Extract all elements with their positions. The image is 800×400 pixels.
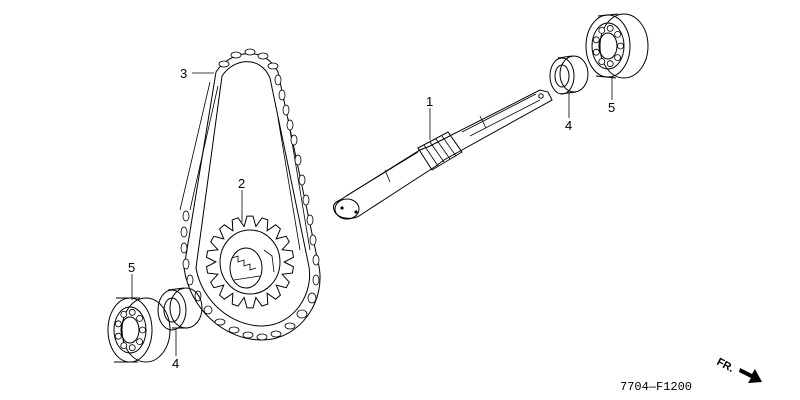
bearing-ball xyxy=(114,320,122,328)
bearing-ball xyxy=(139,326,146,334)
figure-code: 7704—F1200 xyxy=(620,380,692,394)
direction-arrow-icon xyxy=(739,368,762,383)
bearing-ball xyxy=(128,308,136,316)
callout-collar-right: 4 xyxy=(565,118,572,133)
collar-left xyxy=(157,287,203,331)
callout-collar-left: 4 xyxy=(172,356,179,371)
bearing-ball xyxy=(598,26,606,34)
collar-right xyxy=(549,55,589,95)
bearing-ball xyxy=(614,31,621,38)
leader-lines xyxy=(131,72,613,356)
bearing-ball xyxy=(114,332,122,340)
callout-bearing-right: 5 xyxy=(608,100,615,115)
front-direction-indicator: FR. xyxy=(715,356,762,383)
shaft xyxy=(333,89,553,220)
bearing-ball xyxy=(592,48,600,56)
bearing-ball xyxy=(614,54,621,61)
bearing-ball xyxy=(136,314,144,322)
bearing-ball xyxy=(120,342,128,350)
callout-shaft: 1 xyxy=(426,94,433,109)
sprocket xyxy=(205,215,295,309)
drive-chain xyxy=(179,48,321,341)
callout-sprocket: 2 xyxy=(238,176,245,191)
direction-label: FR. xyxy=(715,356,736,375)
bearing-ball xyxy=(617,42,624,50)
bearing-ball xyxy=(128,344,136,352)
bearing-ball xyxy=(598,58,606,65)
bearing-ball xyxy=(120,310,128,318)
bearing-right xyxy=(585,13,649,79)
bearing-ball xyxy=(606,60,614,68)
bearing-ball xyxy=(136,338,144,346)
bearing-ball xyxy=(606,24,614,32)
callout-bearing-left: 5 xyxy=(128,260,135,275)
bearing-ball xyxy=(592,36,600,44)
callout-chain: 3 xyxy=(180,66,187,81)
bearing-left xyxy=(107,297,171,363)
chain-links xyxy=(180,48,320,341)
